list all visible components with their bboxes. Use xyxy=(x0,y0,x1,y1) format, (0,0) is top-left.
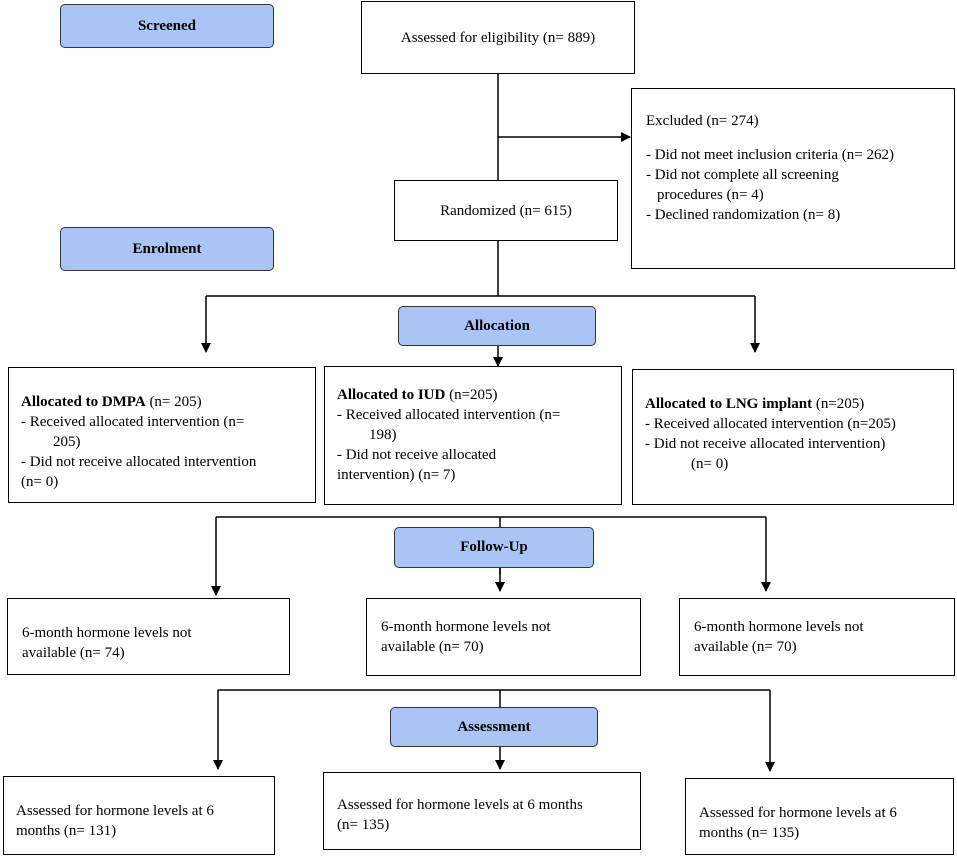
stage-allocation: Allocation xyxy=(398,306,596,346)
stage-assessment: Assessment xyxy=(390,707,598,747)
assessment-lng-line: Assessed for hormone levels at 6 xyxy=(699,805,897,821)
excluded-item: - Did not meet inclusion criteria (n= 26… xyxy=(646,147,894,163)
followup-lng-line: available (n= 70) xyxy=(694,639,797,655)
stage-screened-label: Screened xyxy=(137,17,197,34)
allocation-iud-line: - Received allocated intervention (n= xyxy=(337,407,561,423)
randomized-text: Randomized (n= 615) xyxy=(440,202,572,219)
stage-screened: Screened xyxy=(60,4,274,48)
allocation-lng-line: (n= 0) xyxy=(691,456,729,472)
allocation-lng-box: Allocated to LNG implant (n=205) - Recei… xyxy=(632,369,954,505)
allocation-iud-title-count: (n=205) xyxy=(445,387,498,403)
allocation-lng-line: - Received allocated intervention (n=205… xyxy=(645,416,896,432)
followup-iud-line: available (n= 70) xyxy=(381,639,484,655)
allocation-iud-title: Allocated to IUD (n=205) xyxy=(337,385,621,405)
followup-iud-box: 6-month hormone levels not available (n=… xyxy=(366,598,641,676)
eligibility-box: Assessed for eligibility (n= 889) xyxy=(361,1,635,74)
allocation-iud-box: Allocated to IUD (n=205) - Received allo… xyxy=(324,366,622,505)
assessment-dmpa-line: months (n= 131) xyxy=(16,823,117,839)
allocation-dmpa-box: Allocated to DMPA (n= 205) - Received al… xyxy=(8,367,316,503)
stage-allocation-label: Allocation xyxy=(464,317,530,334)
assessment-dmpa-box: Assessed for hormone levels at 6 months … xyxy=(3,776,275,855)
allocation-dmpa-title-bold: Allocated to DMPA xyxy=(21,394,146,410)
assessment-iud-line: Assessed for hormone levels at 6 months xyxy=(337,797,583,813)
eligibility-text: Assessed for eligibility (n= 889) xyxy=(400,29,596,46)
allocation-dmpa-line: (n= 0) xyxy=(21,474,59,490)
assessment-dmpa-line: Assessed for hormone levels at 6 xyxy=(16,803,214,819)
allocation-lng-title-bold: Allocated to LNG implant xyxy=(645,396,813,412)
excluded-title: Excluded (n= 274) xyxy=(646,113,759,129)
allocation-dmpa-title-count: (n= 205) xyxy=(145,394,202,410)
excluded-item: procedures (n= 4) xyxy=(657,187,764,203)
allocation-iud-line: 198) xyxy=(369,427,397,443)
allocation-lng-title: Allocated to LNG implant (n=205) xyxy=(645,394,953,414)
allocation-lng-title-count: (n=205) xyxy=(812,396,865,412)
stage-enrolment-label: Enrolment xyxy=(132,240,202,257)
allocation-iud-title-bold: Allocated to IUD xyxy=(337,387,446,403)
assessment-lng-box: Assessed for hormone levels at 6 months … xyxy=(685,778,954,855)
stage-follow-up-label: Follow-Up xyxy=(460,539,528,555)
followup-iud-line: 6-month hormone levels not xyxy=(381,619,551,635)
allocation-lng-line: - Did not receive allocated intervention… xyxy=(645,436,886,452)
followup-lng-box: 6-month hormone levels not available (n=… xyxy=(679,598,955,676)
stage-assessment-label: Assessment xyxy=(457,718,531,735)
allocation-dmpa-title: Allocated to DMPA (n= 205) xyxy=(21,392,315,412)
assessment-iud-line: (n= 135) xyxy=(337,817,390,833)
stage-enrolment: Enrolment xyxy=(60,227,274,271)
randomized-box: Randomized (n= 615) xyxy=(394,180,618,241)
assessment-iud-box: Assessed for hormone levels at 6 months … xyxy=(323,772,641,850)
followup-lng-line: 6-month hormone levels not xyxy=(694,619,864,635)
excluded-item: - Did not complete all screening xyxy=(646,167,839,183)
allocation-dmpa-line: - Did not receive allocated intervention xyxy=(21,454,257,470)
allocation-iud-line: intervention) (n= 7) xyxy=(337,467,456,483)
followup-dmpa-box: 6-month hormone levels not available (n=… xyxy=(7,598,290,675)
excluded-item: - Declined randomization (n= 8) xyxy=(646,207,841,223)
assessment-lng-line: months (n= 135) xyxy=(699,825,800,841)
followup-dmpa-line: 6-month hormone levels not xyxy=(22,625,192,641)
allocation-dmpa-line: - Received allocated intervention (n= xyxy=(21,414,245,430)
stage-follow-up: Follow-Up xyxy=(394,527,594,568)
followup-dmpa-line: available (n= 74) xyxy=(22,645,125,661)
excluded-box: Excluded (n= 274) - Did not meet inclusi… xyxy=(631,88,955,269)
allocation-iud-line: - Did not receive allocated xyxy=(337,447,497,463)
allocation-dmpa-line: 205) xyxy=(53,434,81,450)
